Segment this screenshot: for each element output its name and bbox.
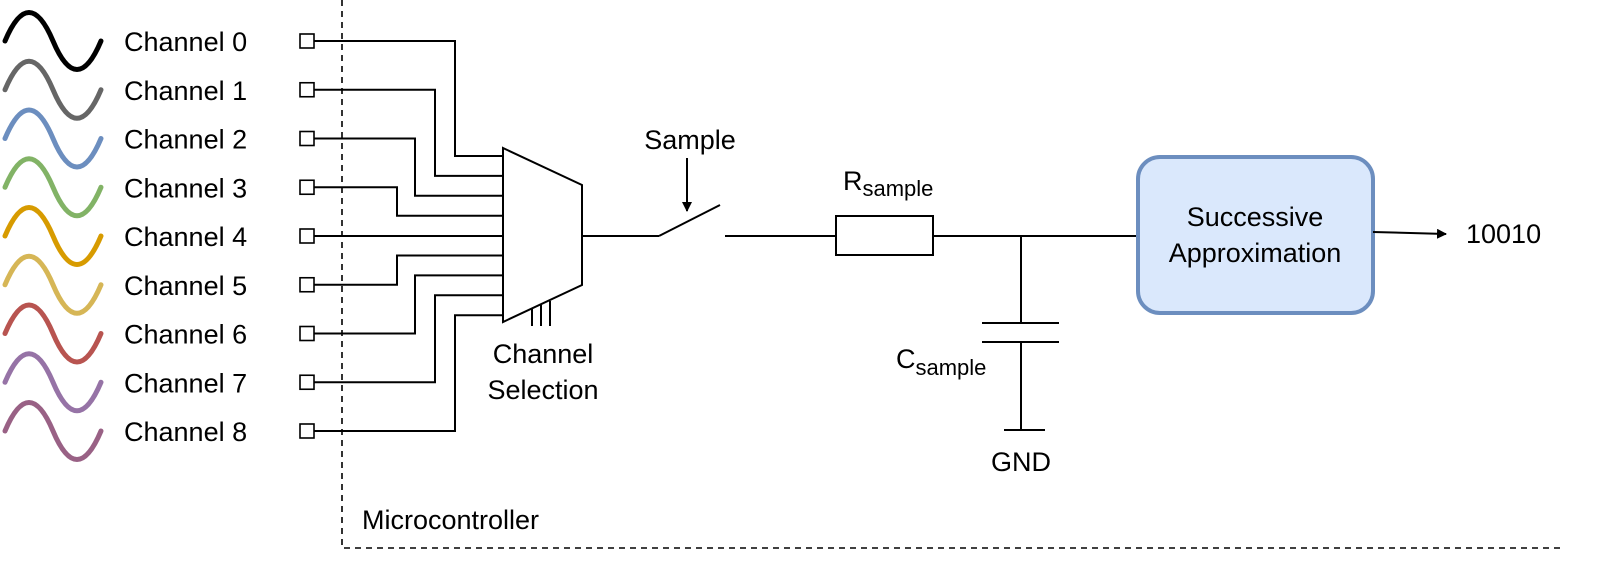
output-value: 10010 (1466, 219, 1541, 249)
mux-label-line1: Channel (493, 339, 594, 369)
successive-approximation-block (1136, 155, 1375, 315)
channel-1-pin (299, 81, 315, 98)
channel-7-signal-icon (2, 351, 104, 414)
sample-switch (658, 204, 721, 237)
channel-1-signal-icon (2, 58, 104, 121)
channel-0-wire (314, 40, 503, 157)
channel-7-pin (299, 374, 315, 391)
channel-0-label: Channel 0 (124, 27, 247, 57)
channel-6-signal-icon (2, 302, 104, 365)
resistor (835, 215, 934, 256)
channel-8-wire (314, 314, 503, 432)
channel-3-label: Channel 3 (124, 173, 247, 203)
channel-2-wire (314, 137, 503, 197)
channel-5-label: Channel 5 (124, 271, 247, 301)
channel-list: Channel 0 Channel 1 Channel 2 Channel 3 Chan… (2, 10, 315, 462)
channel-5-wire (314, 254, 503, 286)
channel-0-signal-icon (2, 10, 104, 72)
channel-4-pin (299, 228, 315, 244)
channel-8-pin (299, 423, 315, 439)
channel-7-wire (314, 294, 503, 384)
ground-label: GND (991, 447, 1051, 477)
output-arrow (1372, 228, 1447, 239)
channel-5-pin (299, 276, 315, 293)
resistor-label-sub: sample (863, 176, 934, 201)
resistor-label: Rsample (843, 166, 933, 201)
sample-label: Sample (644, 125, 736, 155)
channel-2-label: Channel 2 (124, 125, 247, 155)
channel-4-label: Channel 4 (124, 222, 247, 252)
channel-8-signal-icon (2, 400, 104, 462)
multiplexer (502, 146, 583, 324)
capacitor-label-main: C (896, 344, 916, 374)
capacitor-label: Csample (896, 344, 986, 380)
channel-2-signal-icon (2, 107, 104, 170)
mux-input-wires (314, 40, 503, 432)
resistor-label-main: R (843, 166, 863, 196)
channel-6-pin (299, 325, 315, 342)
channel-2-pin (299, 130, 315, 147)
channel-6-wire (314, 274, 503, 335)
channel-3-pin (299, 179, 315, 196)
channel-6-label: Channel 6 (124, 320, 247, 350)
sar-label-line1: Successive (1187, 202, 1324, 232)
microcontroller-label: Microcontroller (362, 505, 539, 535)
channel-3-wire (314, 186, 503, 217)
channel-4-signal-icon (2, 205, 104, 267)
channel-3-signal-icon (2, 156, 104, 219)
channel-8-label: Channel 8 (124, 417, 247, 447)
channel-1-wire (314, 88, 503, 177)
sar-label-line2: Approximation (1169, 238, 1342, 268)
channel-0-pin (299, 33, 315, 49)
channel-7-label: Channel 7 (124, 368, 247, 398)
channel-5-signal-icon (2, 253, 104, 316)
channel-1-label: Channel 1 (124, 76, 247, 106)
capacitor-label-sub: sample (916, 355, 987, 380)
mux-label-line2: Selection (487, 375, 598, 405)
